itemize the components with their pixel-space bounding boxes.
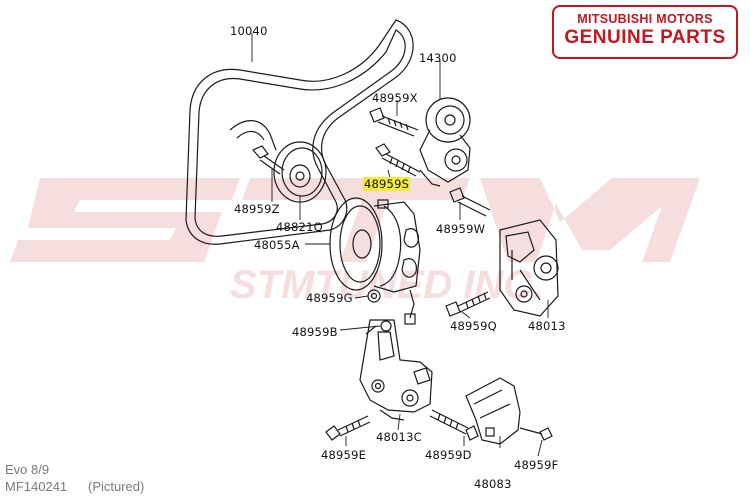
part-label-48959d[interactable]: 48959D bbox=[425, 448, 472, 462]
part-label-48013[interactable]: 48013 bbox=[528, 319, 566, 333]
bolt-48959w bbox=[449, 187, 491, 217]
part-label-48959e[interactable]: 48959E bbox=[321, 448, 367, 462]
leader-lines bbox=[251, 33, 549, 457]
brand-line2: GENUINE PARTS bbox=[564, 27, 726, 48]
bolt-48959d bbox=[429, 409, 479, 441]
bolt-48959s bbox=[375, 143, 421, 177]
part-label-10040[interactable]: 10040 bbox=[230, 24, 268, 38]
part-label-14300[interactable]: 14300 bbox=[419, 51, 457, 65]
part-label-48959g[interactable]: 48959G bbox=[306, 291, 353, 305]
heat-shield-48083 bbox=[465, 377, 521, 445]
part-label-48055a[interactable]: 48055A bbox=[254, 238, 300, 252]
bolt-48959x bbox=[369, 107, 419, 137]
part-label-48959f[interactable]: 48959F bbox=[514, 458, 559, 472]
part-label-48821q[interactable]: 48821Q bbox=[276, 220, 323, 234]
v-belt-10040 bbox=[185, 19, 414, 245]
part-label-48959x[interactable]: 48959X bbox=[372, 91, 418, 105]
bolt-48959z bbox=[252, 145, 285, 175]
bolt-48959f bbox=[519, 427, 553, 441]
part-label-48013c[interactable]: 48013C bbox=[376, 430, 422, 444]
bolt-48959q bbox=[445, 291, 491, 317]
bracket-48013c bbox=[359, 319, 433, 421]
footer-status: (Pictured) bbox=[88, 479, 145, 494]
footer-diagram-code: MF140241 bbox=[5, 479, 68, 494]
bolt-48959e bbox=[325, 415, 371, 441]
part-label-48959s[interactable]: 48959S bbox=[363, 177, 411, 191]
part-label-48959w[interactable]: 48959W bbox=[436, 222, 486, 236]
bracket-48013 bbox=[499, 219, 559, 317]
part-label-48959b[interactable]: 48959B bbox=[292, 325, 338, 339]
watermark-subtext: STMTUNED INC. bbox=[230, 263, 543, 307]
belt-tensioner bbox=[419, 97, 471, 187]
part-label-48959q[interactable]: 48959Q bbox=[450, 319, 497, 333]
part-label-48083[interactable]: 48083 bbox=[474, 477, 512, 491]
footer-model: Evo 8/9 bbox=[5, 462, 50, 477]
stm-watermark: STMTUNED INC. bbox=[10, 178, 700, 307]
part-label-48959z[interactable]: 48959Z bbox=[234, 202, 280, 216]
genuine-parts-badge: MITSUBISHI MOTORS GENUINE PARTS bbox=[552, 5, 738, 59]
brand-line1: MITSUBISHI MOTORS bbox=[577, 12, 713, 26]
